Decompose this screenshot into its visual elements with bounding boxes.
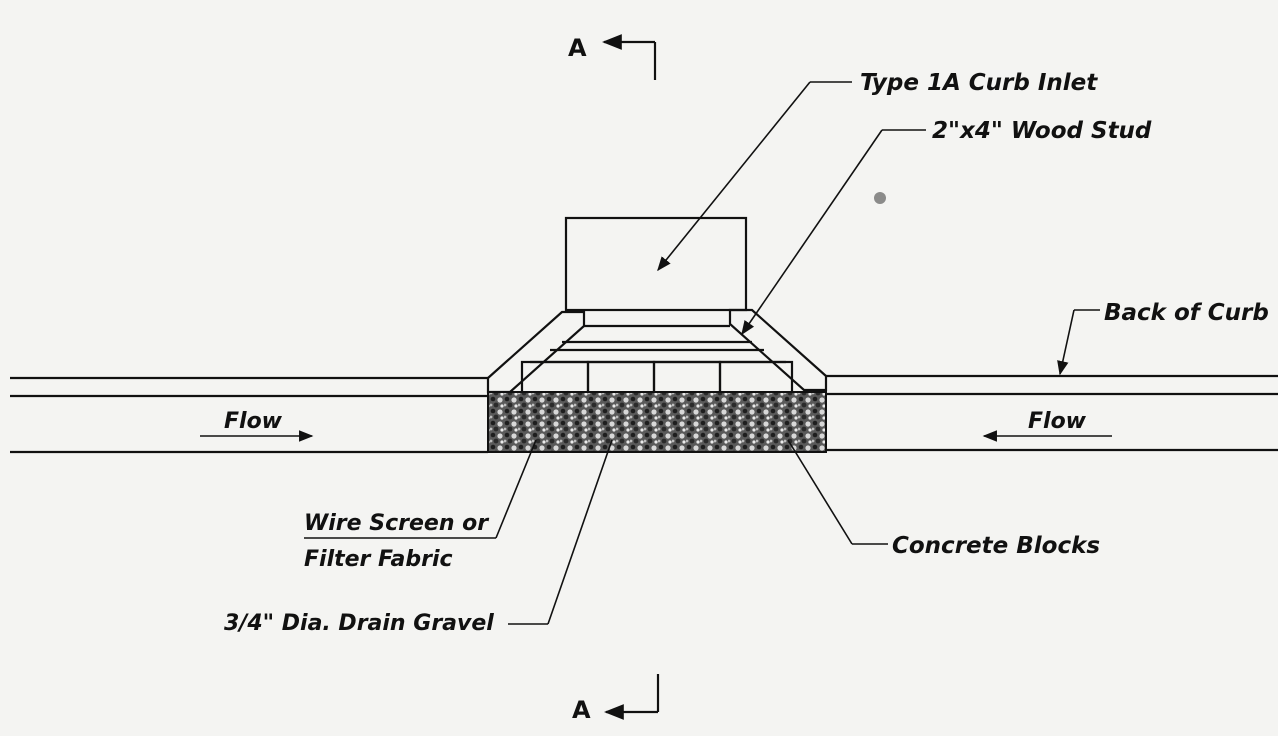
leader-stud xyxy=(741,129,926,336)
concrete-block xyxy=(586,360,656,396)
label-stud: 2"x4" Wood Stud xyxy=(932,118,1152,144)
concrete-block xyxy=(652,360,722,396)
drain-gravel-bed xyxy=(487,391,827,453)
curb-lines-left xyxy=(10,376,488,454)
leader-inlet xyxy=(657,81,852,272)
label-gravel: 3/4" Dia. Drain Gravel xyxy=(224,611,494,636)
curb-inlet-box xyxy=(564,216,748,312)
concrete-blocks-row xyxy=(520,360,794,396)
concrete-block xyxy=(520,360,590,396)
wood-stud-wings xyxy=(486,308,828,394)
section-mark-bottom-letter: A xyxy=(572,696,591,724)
section-mark-top-letter: A xyxy=(568,34,587,62)
concrete-block xyxy=(718,360,794,396)
label-wire-screen-line2: Filter Fabric xyxy=(304,547,453,572)
label-flow-right: Flow xyxy=(1028,409,1087,434)
leader-concrete-blocks xyxy=(787,439,888,545)
section-mark-bottom: A xyxy=(572,674,660,724)
curb-lines-right xyxy=(826,374,1278,452)
ink-speck xyxy=(874,192,886,204)
label-inlet: Type 1A Curb Inlet xyxy=(860,70,1098,96)
label-concrete-blocks: Concrete Blocks xyxy=(892,533,1100,559)
section-mark-top: A xyxy=(568,34,657,80)
label-wire-screen-line1: Wire Screen or xyxy=(304,511,489,536)
label-flow-left: Flow xyxy=(224,409,283,434)
leader-back-of-curb xyxy=(1057,309,1100,376)
label-back-of-curb: Back of Curb xyxy=(1104,300,1269,326)
leader-gravel xyxy=(508,439,613,625)
leader-wire-screen xyxy=(304,439,537,539)
